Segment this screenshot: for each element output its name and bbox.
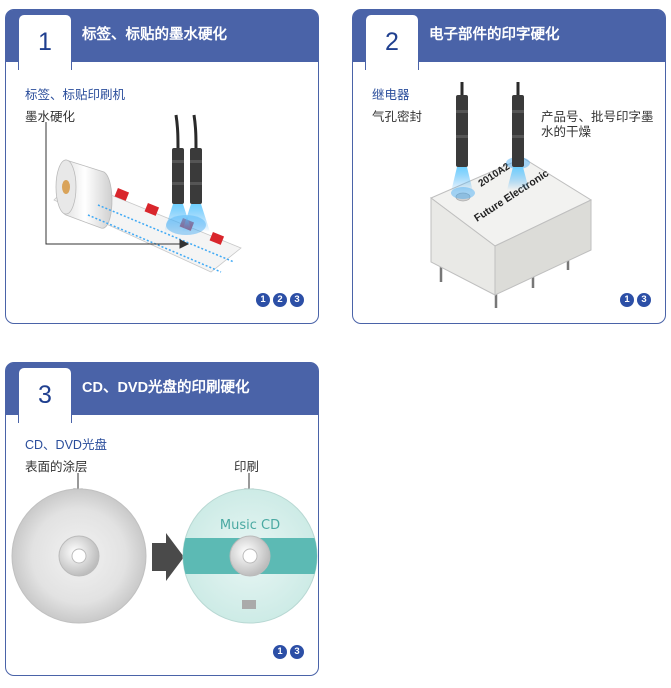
badge: 1 <box>273 645 287 659</box>
print-drying-label-2: 水的干燥 <box>541 125 592 139</box>
transform-arrow-icon <box>152 533 184 581</box>
card-number: 2 <box>365 14 419 70</box>
ink-curing-label: 墨水硬化 <box>25 110 76 124</box>
reference-badges: 1 3 <box>273 645 304 659</box>
cd-illustration: Music CD <box>11 473 318 624</box>
badge: 1 <box>256 293 270 307</box>
badge: 3 <box>637 293 651 307</box>
surface-coating-label: 表面的涂层 <box>25 460 88 474</box>
badge: 3 <box>290 293 304 307</box>
label-printer-illustration <box>45 114 242 273</box>
card-number: 3 <box>18 367 72 423</box>
card-number: 1 <box>18 14 72 70</box>
badge: 2 <box>273 293 287 307</box>
reference-badges: 1 3 <box>620 293 651 307</box>
badge: 1 <box>620 293 634 307</box>
disc-title-text: Music CD <box>220 518 280 533</box>
card-electronic-printing: 2 电子部件的印字硬化 继电器 气孔密封 产品号、批号印字墨 水的干燥 2010… <box>352 9 666 324</box>
relay-illustration: 2010A2 Future Electronic <box>430 82 593 308</box>
vent-seal-label: 气孔密封 <box>372 110 423 124</box>
uv-probe-right <box>507 95 529 190</box>
badge: 3 <box>290 645 304 659</box>
print-drying-label-1: 产品号、批号印字墨 <box>541 110 654 124</box>
plain-disc <box>11 488 147 624</box>
uv-probe-left <box>451 95 473 192</box>
card-subtitle: CD、DVD光盘 <box>25 438 107 452</box>
card-label-ink-curing: 1 标签、标贴的墨水硬化 标签、标贴印刷机 墨水硬化 <box>5 9 319 324</box>
uv-probe-right <box>182 148 210 232</box>
card-disc-printing: 3 CD、DVD光盘的印刷硬化 CD、DVD光盘 表面的涂层 印刷 <box>5 362 319 676</box>
card-title: 标签、标贴的墨水硬化 <box>82 27 227 43</box>
reference-badges: 1 2 3 <box>256 293 304 307</box>
barcode-mark <box>242 600 256 609</box>
callout-arrow <box>45 122 190 249</box>
card-title: 电子部件的印字硬化 <box>429 27 560 43</box>
printed-disc: Music CD <box>182 488 318 624</box>
card-subtitle: 继电器 <box>372 88 410 102</box>
printing-label: 印刷 <box>234 460 260 474</box>
card-subtitle: 标签、标贴印刷机 <box>25 88 126 102</box>
card-title: CD、DVD光盘的印刷硬化 <box>82 380 250 396</box>
relay-side <box>494 199 592 296</box>
